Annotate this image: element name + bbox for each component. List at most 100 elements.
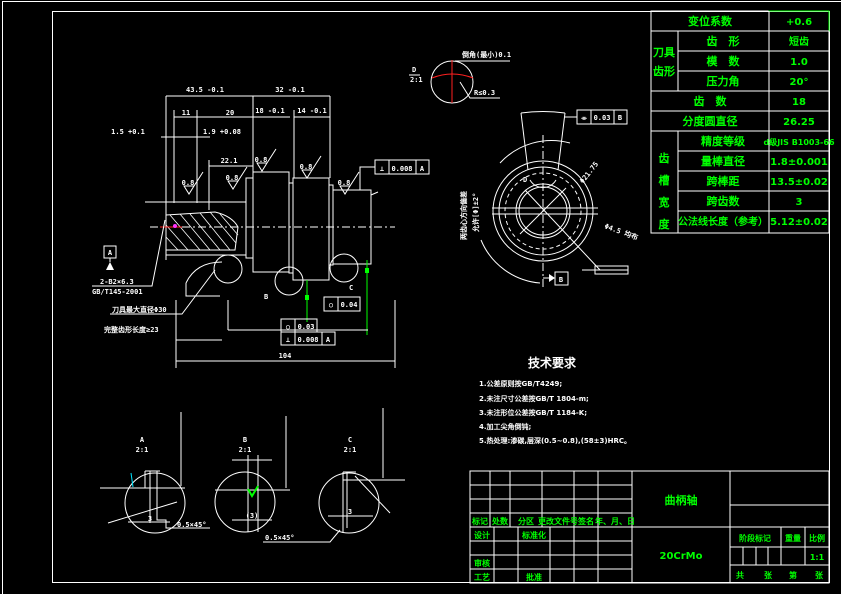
hatching: [165, 211, 239, 251]
row-value-module: 1.0: [790, 57, 808, 68]
tolerance-frame-circ-1: ○ 0.03: [280, 318, 318, 333]
dim-14: 14 -0.1: [297, 107, 327, 115]
svg-text:0.03: 0.03: [298, 323, 315, 331]
group-label-cutter-vertical: 刀具齿形: [653, 46, 675, 78]
tb-material: 20CrMo: [659, 551, 702, 562]
center-hole-dot: [173, 224, 177, 228]
tb-scale-value: 1:1: [810, 553, 825, 562]
tb-header-count: 处数: [491, 516, 509, 526]
dim-1-9: 1.9 +0.08: [203, 128, 241, 136]
tb-process: 工艺: [474, 572, 490, 582]
row-label-accuracy-grade: 精度等级: [701, 134, 746, 148]
dim-overall-length: 104: [279, 352, 292, 360]
row-label-module: 模 数: [707, 54, 741, 68]
tb-design: 设计: [474, 530, 490, 540]
inner-border: [52, 11, 830, 583]
svg-text:0.008: 0.008: [297, 336, 318, 344]
row-value-pressure-angle: 20°: [790, 77, 809, 88]
svg-text:B: B: [618, 114, 622, 122]
svg-text:(3): (3): [246, 512, 259, 520]
spline-end-view: ⌯ 0.03 B B D 两齿心方向偏差 允许[Φ]±2° Φ21.75 Φ4.…: [459, 109, 639, 290]
row-label-pitch-diameter: 分度圆直径: [683, 114, 738, 128]
tb-weight: 重量: [785, 533, 801, 543]
dim-22-1: 22.1: [221, 157, 238, 165]
surface-roughness-symbols: 0.8 0.8 0.8 0.8 0.8: [182, 148, 360, 195]
row-value-over-pin-distance: 13.5±0.02: [770, 177, 828, 188]
spline-note-deviation: 两齿心方向偏差: [459, 191, 468, 240]
row-label-span-teeth: 跨齿数: [707, 194, 741, 208]
detail-circle-a: [213, 254, 243, 284]
svg-text:⌯: ⌯: [580, 114, 587, 122]
roughness-value: 0.8: [338, 179, 351, 187]
green-checkmark: [247, 485, 259, 498]
gear-table-group-labels: 刀具齿形 齿槽宽度: [653, 46, 675, 231]
svg-text:0.008: 0.008: [391, 165, 412, 173]
tech-req-item: 5.热处理:渗碳,层深(0.5~0.8),(58±3)HRC。: [479, 436, 631, 445]
tb-header-mark: 标记: [471, 516, 488, 526]
tech-req-item: 2.未注尺寸公差按GB/T 1804-m;: [479, 394, 589, 403]
technical-requirements: 技术要求 1.公差原则按GB/T4249; 2.未注尺寸公差按GB/T 1804…: [479, 355, 631, 445]
row-label-modification-coefficient: 变位系数: [688, 14, 733, 28]
tb-sheet-total-suffix: 张: [764, 571, 773, 580]
row-label-pin-diameter: 量棒直径: [701, 154, 745, 168]
roughness-value: 0.8: [226, 174, 239, 182]
spline-note-holes: Φ4.5 均布: [603, 221, 639, 241]
section-label-b: B: [264, 293, 268, 301]
svg-text:2:1: 2:1: [136, 446, 149, 454]
row-label-base-tangent-length: 公法线长度（参考）: [678, 215, 768, 228]
title-block: 标记 处数 分区 更改文件号 签名 年、月、日 设计 标准化 审核 工艺 批准 …: [469, 470, 830, 584]
tb-part-name: 曲柄轴: [665, 493, 698, 507]
svg-text:0.04: 0.04: [341, 301, 358, 309]
tolerance-frame-perp-2: ⊥ 0.008 A: [280, 331, 336, 346]
row-label-tooth-form: 齿 形: [707, 34, 740, 48]
svg-text:B: B: [559, 276, 563, 284]
row-value-accuracy-grade: d级JIS B1003-66: [763, 137, 834, 147]
chamfer-note: 倒角(最小)0.1: [461, 50, 511, 59]
row-value-teeth-count: 18: [792, 97, 806, 108]
tolerance-frame-symmetry: ⌯ 0.03 B: [565, 109, 628, 125]
cyan-mark: [130, 472, 134, 488]
tb-header-zone: 分区: [518, 516, 534, 526]
tb-scale-label: 比例: [809, 533, 825, 543]
svg-text:D: D: [412, 66, 416, 74]
tb-review: 审核: [474, 558, 490, 568]
main-shaft-view: 43.5 -0.1 32 -0.1 11 20 18 -0.1 14 -0.1 …: [92, 86, 430, 368]
tb-header-change-doc: 更改文件号: [538, 516, 578, 526]
svg-text:○: ○: [286, 323, 290, 331]
datum-b-marker: B: [543, 271, 569, 286]
svg-text:A: A: [420, 165, 425, 173]
tb-header-signature: 签名: [577, 516, 594, 526]
tb-sheet-total-prefix: 共: [736, 570, 744, 580]
tb-approve: 批准: [526, 572, 542, 582]
tb-header-date: 年、月、日: [595, 516, 635, 526]
svg-text:A: A: [326, 336, 331, 344]
svg-text:○: ○: [329, 301, 333, 309]
row-value-span-teeth: 3: [796, 197, 803, 208]
svg-text:2:1: 2:1: [344, 446, 357, 454]
svg-text:B: B: [243, 436, 247, 444]
row-label-teeth-count: 齿 数: [694, 94, 728, 108]
dim-32: 32 -0.1: [275, 86, 305, 94]
shaft-segment-1: [252, 171, 290, 273]
svg-text:C: C: [348, 436, 352, 444]
dim-20: 20: [226, 109, 234, 117]
row-label-over-pin-distance: 跨棒距: [707, 174, 740, 188]
gear-parameter-table: 变位系数 +0.6 齿 形 短齿 模 数 1.0 压力角 20° 齿 数 18 …: [650, 10, 835, 234]
tolerance-frame-perp-1: ⊥ 0.008 A: [359, 159, 430, 190]
detail-circle-c: [329, 253, 359, 283]
spline-note-dia: Φ21.75: [578, 160, 600, 185]
tb-standardize: 标准化: [521, 530, 546, 540]
detail-circle-b: [274, 266, 304, 296]
svg-text:A: A: [108, 249, 113, 257]
row-value-pin-diameter: 1.8±0.001: [770, 157, 828, 168]
svg-text:3: 3: [348, 508, 352, 516]
detail-view-a: A 2:1 3 0.5×45°: [100, 412, 210, 534]
section-label-c: C: [349, 284, 353, 292]
detail-view-b: B 2:1 (3): [214, 416, 290, 533]
svg-text:0.5×45°: 0.5×45°: [177, 521, 207, 529]
svg-text:0.5×45°: 0.5×45°: [265, 534, 295, 542]
dim-1-5: 1.5 +0.1: [111, 128, 145, 136]
datum-a-marker: A: [103, 245, 117, 270]
spline-hatched-section: [165, 211, 239, 251]
svg-text:⊥: ⊥: [380, 165, 384, 173]
